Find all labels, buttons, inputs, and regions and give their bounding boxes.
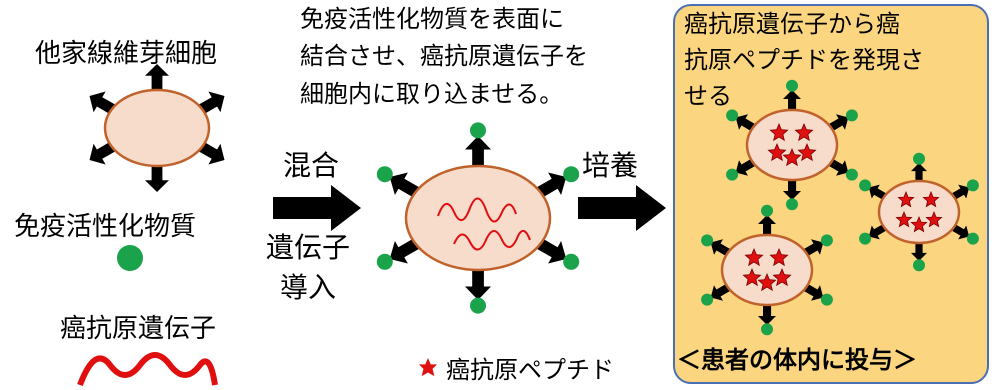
- culture-arrow: [578, 185, 666, 231]
- gene-wave: [453, 229, 531, 251]
- immune-activator-dot: [913, 259, 925, 272]
- receptor-icon: [911, 241, 927, 261]
- peptide-star-icon: [769, 122, 789, 142]
- peptide-star-icon: [782, 147, 802, 167]
- gene-wave: [437, 197, 517, 223]
- mix-arrow: [273, 185, 361, 231]
- peptide-star-icon: [742, 267, 762, 287]
- activated-cell: [376, 122, 580, 314]
- receptor-icon: [465, 268, 491, 300]
- peptide-legend-star-icon: [417, 355, 439, 378]
- receptor-icon: [911, 163, 927, 183]
- cancer-antigen-gene-legend-wave: [77, 352, 218, 387]
- immune-activator-dot: [820, 293, 833, 306]
- immune-activator-dot: [701, 234, 714, 247]
- gene-intro-label-line2: 導入: [280, 271, 337, 304]
- panel-desc-line2: 抗原ペプチドを発現さ: [684, 46, 924, 74]
- administer-label: ＜患者の体内に投与＞: [677, 346, 917, 374]
- culture-label: 培養: [582, 149, 639, 182]
- expressing-cell: [701, 204, 833, 336]
- receptor-icon: [89, 141, 117, 165]
- peptide-legend-label: 癌抗原ペプチド: [446, 356, 614, 384]
- peptide-star-icon: [895, 210, 913, 228]
- receptor-icon: [758, 215, 776, 237]
- cell-body: [103, 88, 211, 168]
- immune-activator-dot: [820, 234, 833, 247]
- receptor-icon: [145, 164, 169, 192]
- receptor-icon: [389, 172, 421, 199]
- step1-desc-line3: 細胞内に取り込ませる。: [300, 80, 564, 108]
- receptor-icon: [389, 237, 421, 264]
- immune-activator-dot: [563, 166, 580, 183]
- expressing-cell: [859, 152, 979, 272]
- receptor-icon: [758, 303, 776, 325]
- peptide-star-icon: [794, 122, 814, 142]
- cancer-antigen-gene-label: 癌抗原遺伝子: [60, 314, 217, 344]
- immune-activator-dot: [845, 109, 858, 122]
- cell-body: [877, 179, 961, 245]
- mix-label: 混合: [283, 149, 340, 182]
- immune-activator-dot: [470, 122, 486, 139]
- immune-activator-legend-dot: [117, 245, 143, 271]
- receptor-icon: [197, 141, 225, 165]
- receptor-icon: [783, 90, 801, 112]
- immune-activator-dot: [786, 79, 798, 92]
- receptor-icon: [535, 237, 567, 264]
- cell-body: [745, 108, 839, 182]
- panel-desc-line1: 癌抗原遺伝子から癌: [684, 10, 900, 38]
- fibroblast-label: 他家線維芽細胞: [35, 39, 218, 69]
- immune-activator-dot: [859, 232, 872, 245]
- immune-activator-dot: [761, 204, 773, 217]
- immune-activator-dot: [966, 179, 979, 192]
- panel-desc-line3: せる: [684, 82, 732, 110]
- expressing-cell: [726, 79, 858, 211]
- immune-activator-dot: [859, 179, 872, 192]
- peptide-star-icon: [897, 190, 915, 208]
- fibroblast-cell: [89, 64, 225, 192]
- immune-activator-label: 免疫活性化物質: [14, 212, 197, 242]
- peptide-star-icon: [744, 247, 764, 267]
- immune-activator-dot: [913, 152, 925, 165]
- receptor-icon: [465, 136, 491, 168]
- receptor-icon: [535, 172, 567, 199]
- peptide-star-icon: [910, 215, 928, 233]
- receptor-icon: [197, 91, 225, 115]
- peptide-star-icon: [925, 210, 943, 228]
- peptide-star-icon: [769, 247, 789, 267]
- receptor-icon: [89, 91, 117, 115]
- step1-desc-line1: 免疫活性化物質を表面に: [300, 5, 564, 33]
- immune-activator-dot: [966, 232, 979, 245]
- peptide-star-icon: [757, 272, 777, 292]
- cell-body: [720, 233, 814, 307]
- step1-desc-line2: 結合させ、癌抗原遺伝子を: [300, 42, 588, 70]
- peptide-star-icon: [922, 190, 940, 208]
- immune-activator-dot: [761, 323, 773, 336]
- peptide-star-icon: [772, 267, 792, 287]
- immune-activator-dot: [563, 253, 580, 270]
- receptor-icon: [145, 64, 169, 92]
- immune-activator-dot: [726, 168, 739, 181]
- peptide-star-icon: [767, 142, 787, 162]
- immune-activator-dot: [726, 109, 739, 122]
- immune-activator-dot: [376, 166, 393, 183]
- immune-activator-dot: [845, 168, 858, 181]
- immune-activator-dot: [701, 293, 714, 306]
- immune-activator-dot: [376, 253, 393, 270]
- peptide-star-icon: [797, 142, 817, 162]
- receptor-icon: [783, 178, 801, 200]
- gene-intro-label-line1: 遺伝子: [266, 231, 351, 264]
- immune-activator-dot: [470, 297, 486, 314]
- immune-activator-dot: [786, 198, 798, 211]
